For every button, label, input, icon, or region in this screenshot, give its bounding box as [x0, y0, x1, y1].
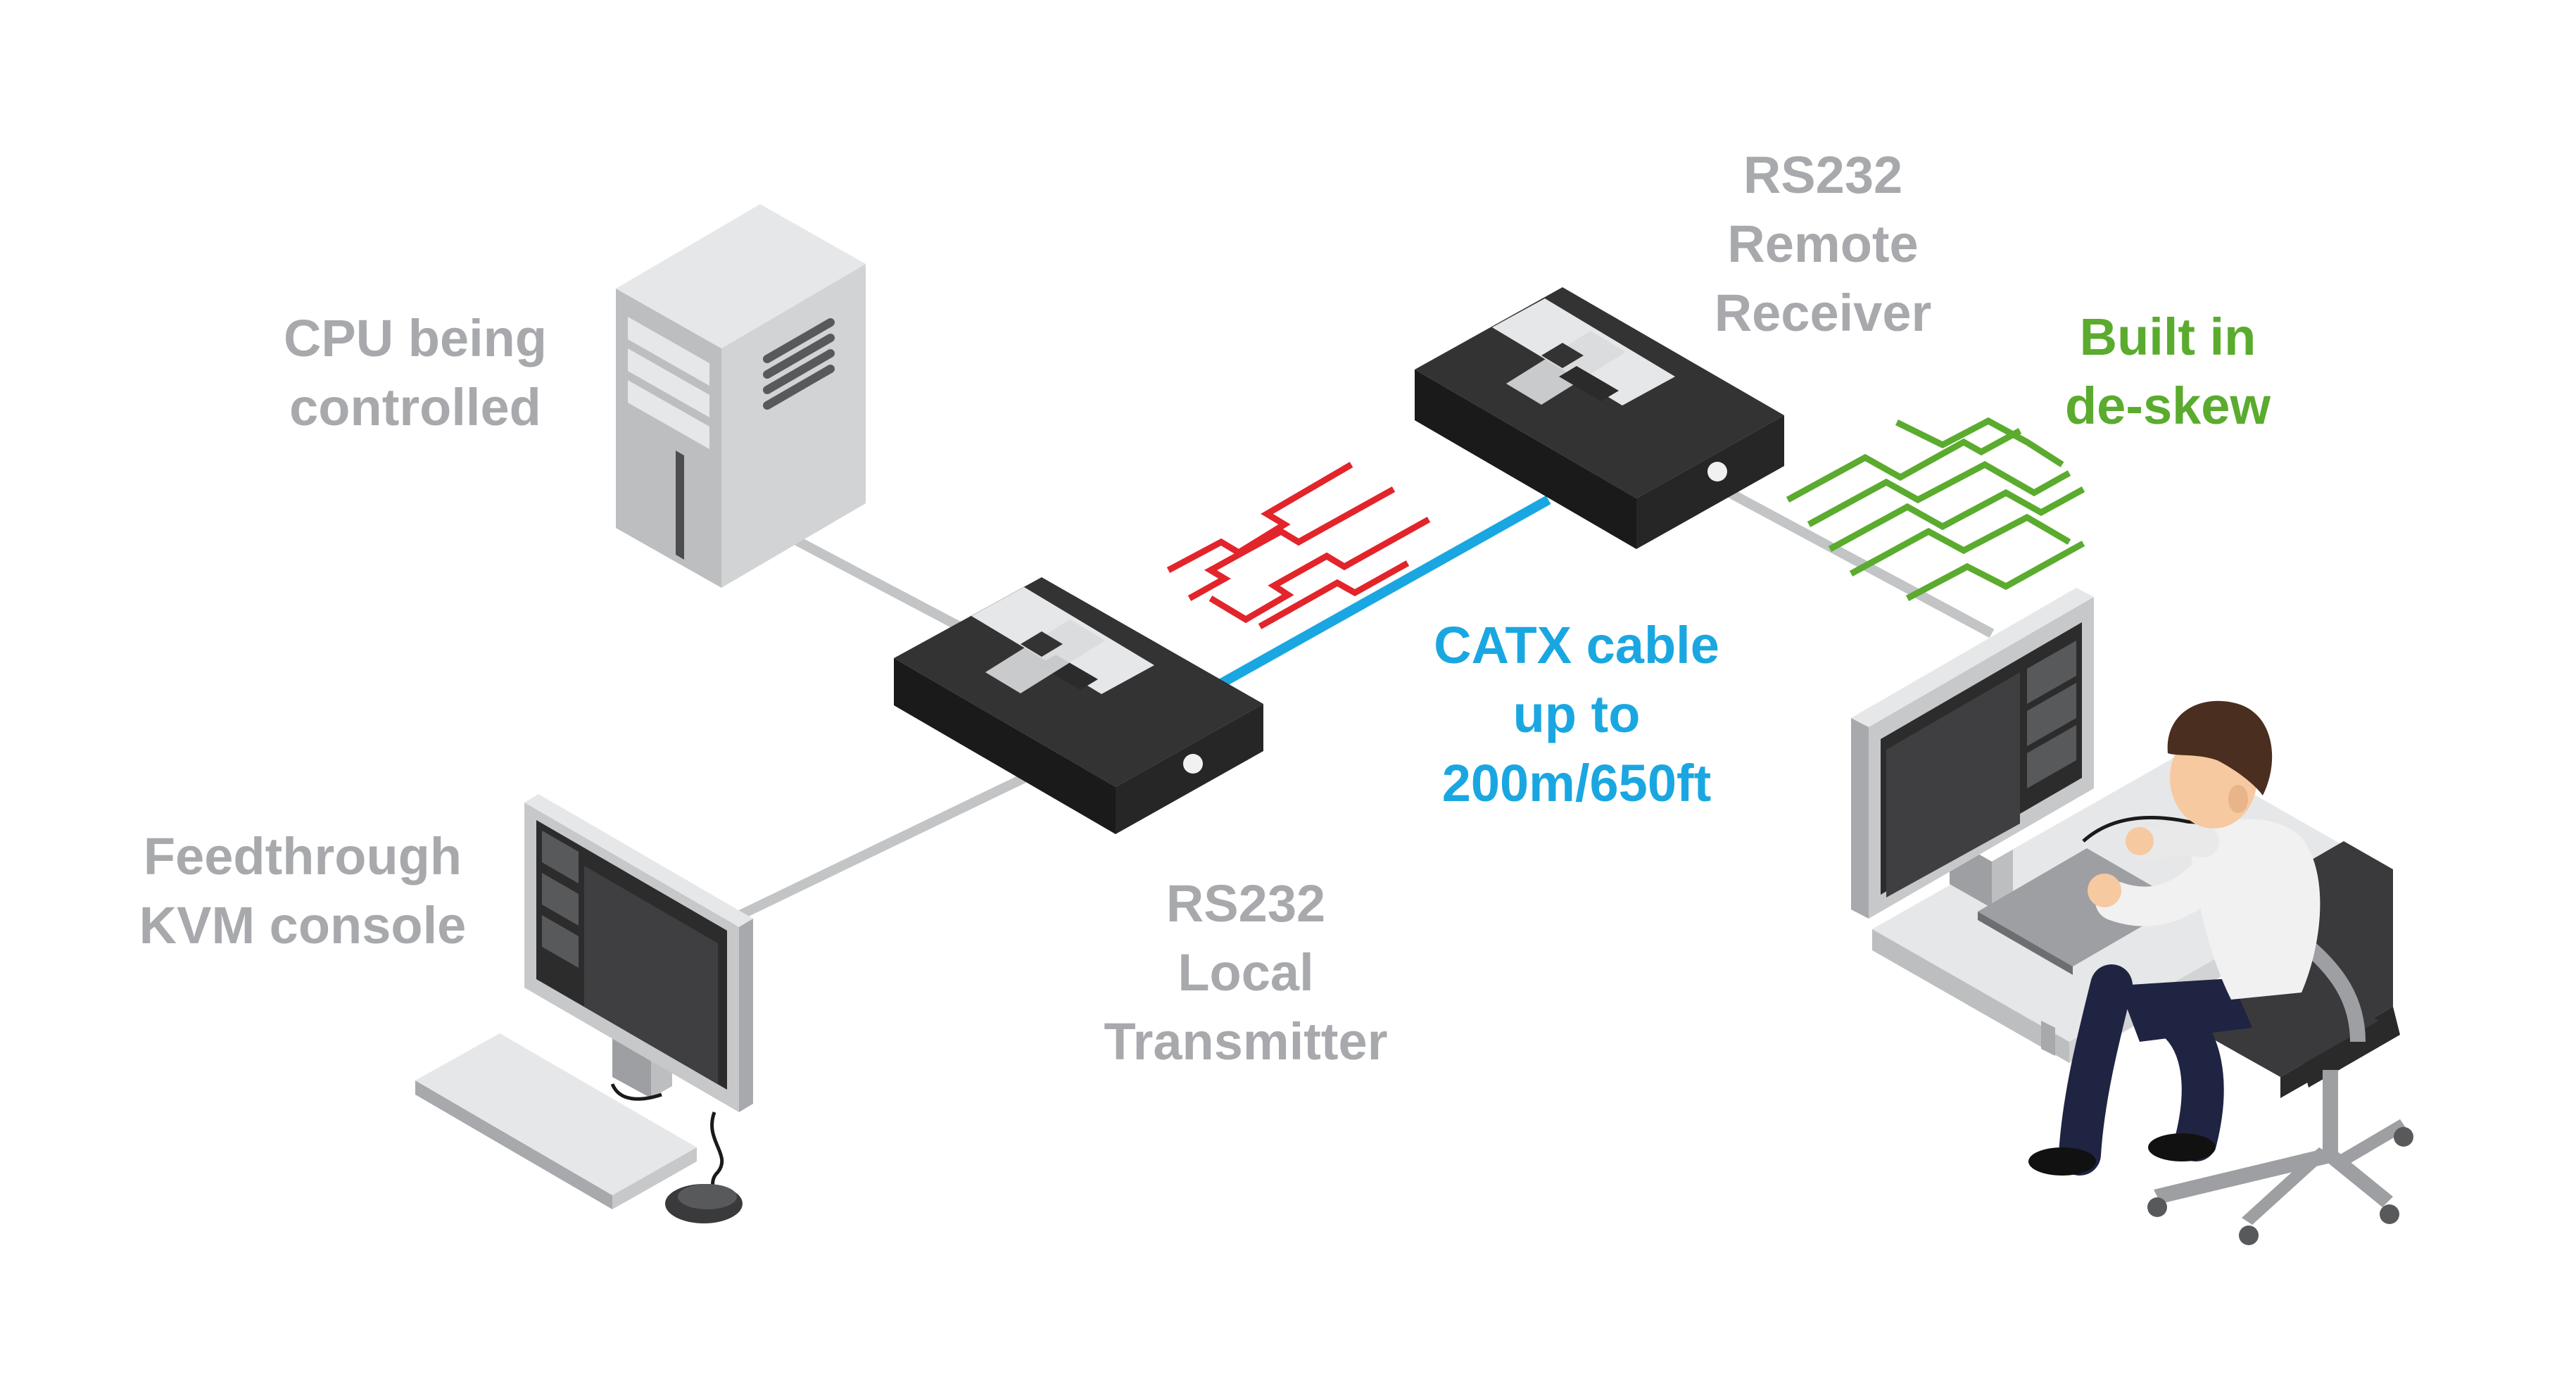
cpu-label-line2: controlled [289, 378, 541, 436]
receiver-label: RS232 Remote Receiver [1689, 141, 1957, 348]
deskew-signal-2 [1807, 460, 2071, 527]
console-label: Feedthrough KVM console [130, 822, 475, 960]
kvm-receiver-icon [1415, 287, 1784, 549]
keyboard-icon [415, 1033, 697, 1209]
cpu-label: CPU being controlled [271, 304, 560, 442]
monitor-icon [1851, 588, 2094, 919]
receiver-label-line3: Receiver [1714, 284, 1932, 342]
keyboard-icon [1978, 848, 2182, 975]
mouse-icon [665, 1184, 743, 1223]
console-group [415, 794, 753, 1223]
cable-label: CATX cable up to 200m/650ft [1408, 611, 1745, 818]
transmitter-label: RS232 Local Transmitter [1084, 869, 1408, 1076]
deskew-signal-1 [1786, 428, 2022, 503]
deskew-label-line1: Built in [2079, 308, 2256, 366]
skew-signal-4 [1258, 560, 1410, 629]
skewed-signal-lines [1166, 462, 1431, 629]
transmitter-label-line3: Transmitter [1104, 1012, 1388, 1071]
console-label-line1: Feedthrough [143, 827, 462, 886]
skew-signal-2 [1187, 486, 1396, 601]
cable-label-line3: 200m/650ft [1441, 754, 1712, 812]
deskew-signal-5 [1849, 513, 2071, 577]
receiver-label-line2: Remote [1727, 215, 1919, 273]
cable-label-line2: up to [1513, 685, 1641, 743]
deskew-signal-3 [1828, 486, 2085, 552]
cpu-tower-icon [616, 204, 866, 588]
transmitter-label-line1: RS232 [1166, 874, 1326, 933]
deskew-label: Built in de-skew [2027, 303, 2309, 441]
cable-label-line1: CATX cable [1434, 616, 1719, 674]
receiver-to-remote-monitor-line [1700, 474, 1995, 638]
deskew-label-line2: de-skew [2064, 377, 2271, 435]
deskew-signal-6 [1905, 541, 2085, 601]
deskew-signal-4 [1895, 417, 2064, 467]
skew-signal-3 [1208, 517, 1431, 624]
console-label-line2: KVM console [139, 896, 467, 955]
remote-workstation-group [1851, 588, 2413, 1245]
kvm-transmitter-icon [894, 577, 1263, 834]
cpu-label-line1: CPU being [283, 309, 548, 367]
monitor-icon [524, 794, 753, 1112]
mouse-cable [706, 1111, 724, 1199]
receiver-label-line1: RS232 [1743, 146, 1903, 204]
catx-cable-line [1201, 495, 1551, 698]
transmitter-label-line2: Local [1177, 943, 1314, 1002]
user-person-icon [2028, 700, 2321, 1176]
deskewed-signal-lines [1786, 417, 2085, 601]
